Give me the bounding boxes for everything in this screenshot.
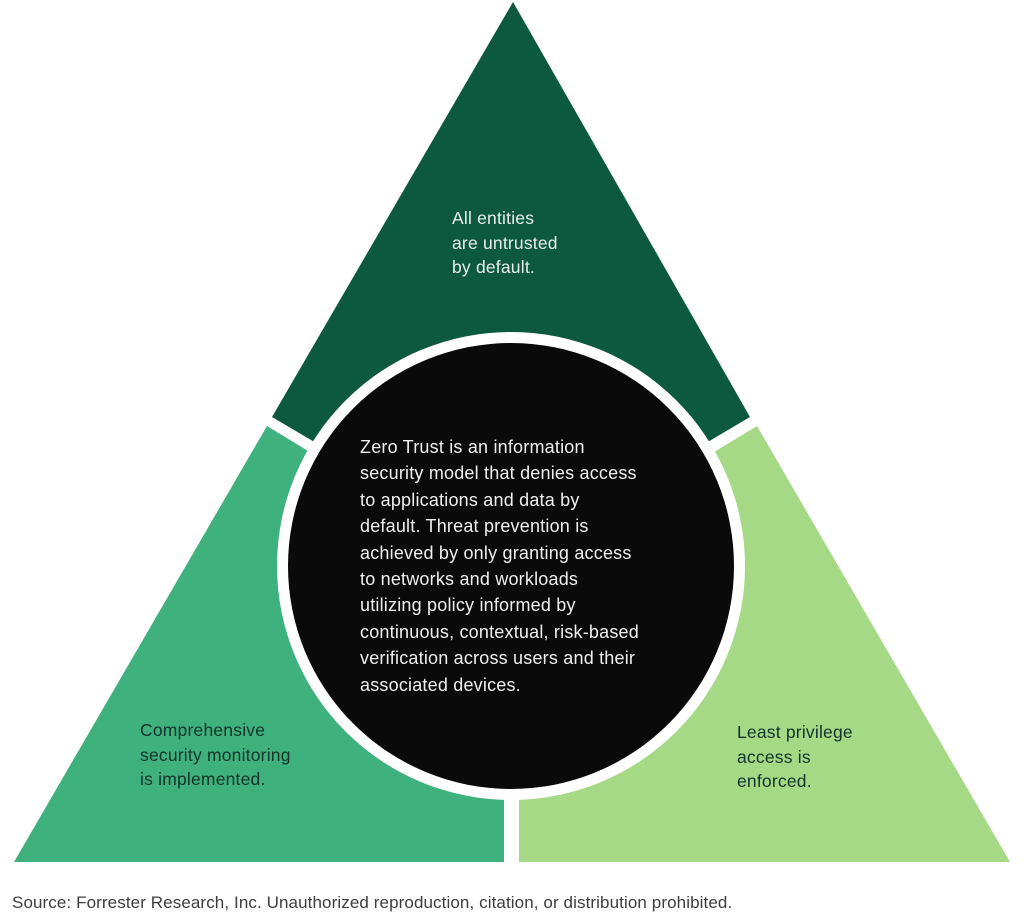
right-label-line: enforced. — [737, 771, 812, 792]
left-label-line: Comprehensive — [140, 720, 266, 740]
center-text-line: to applications and data by — [360, 489, 580, 510]
top-label-line: All entities — [452, 208, 535, 228]
center-text-line: achieved by only granting access — [360, 542, 632, 563]
top-section-label: All entities are untrusted by default. — [452, 206, 558, 280]
center-text-line: default. Threat prevention is — [360, 516, 589, 537]
right-section-label: Least privilege access is enforced. — [737, 720, 853, 794]
center-text-line: Zero Trust is an information — [360, 437, 585, 457]
center-text-line: associated devices. — [360, 674, 521, 695]
right-label-line: Least privilege — [737, 722, 853, 742]
center-circle — [288, 343, 734, 789]
center-text-line: utilizing policy informed by — [360, 595, 576, 616]
left-section-label: Comprehensive security monitoring is imp… — [140, 718, 291, 792]
center-text-line: verification across users and their — [360, 648, 636, 669]
center-definition-text: Zero Trust is an information security mo… — [360, 434, 639, 698]
top-label-line: by default. — [452, 257, 535, 278]
source-attribution: Source: Forrester Research, Inc. Unautho… — [12, 893, 733, 912]
top-label-line: are untrusted — [452, 232, 558, 253]
center-text-line: to networks and workloads — [360, 569, 579, 590]
right-label-line: access is — [737, 746, 811, 767]
center-text-line: continuous, contextual, risk-based — [360, 621, 639, 642]
center-text-line: security model that denies access — [360, 463, 637, 484]
left-label-line: security monitoring — [140, 744, 291, 765]
left-label-line: is implemented. — [140, 769, 266, 790]
